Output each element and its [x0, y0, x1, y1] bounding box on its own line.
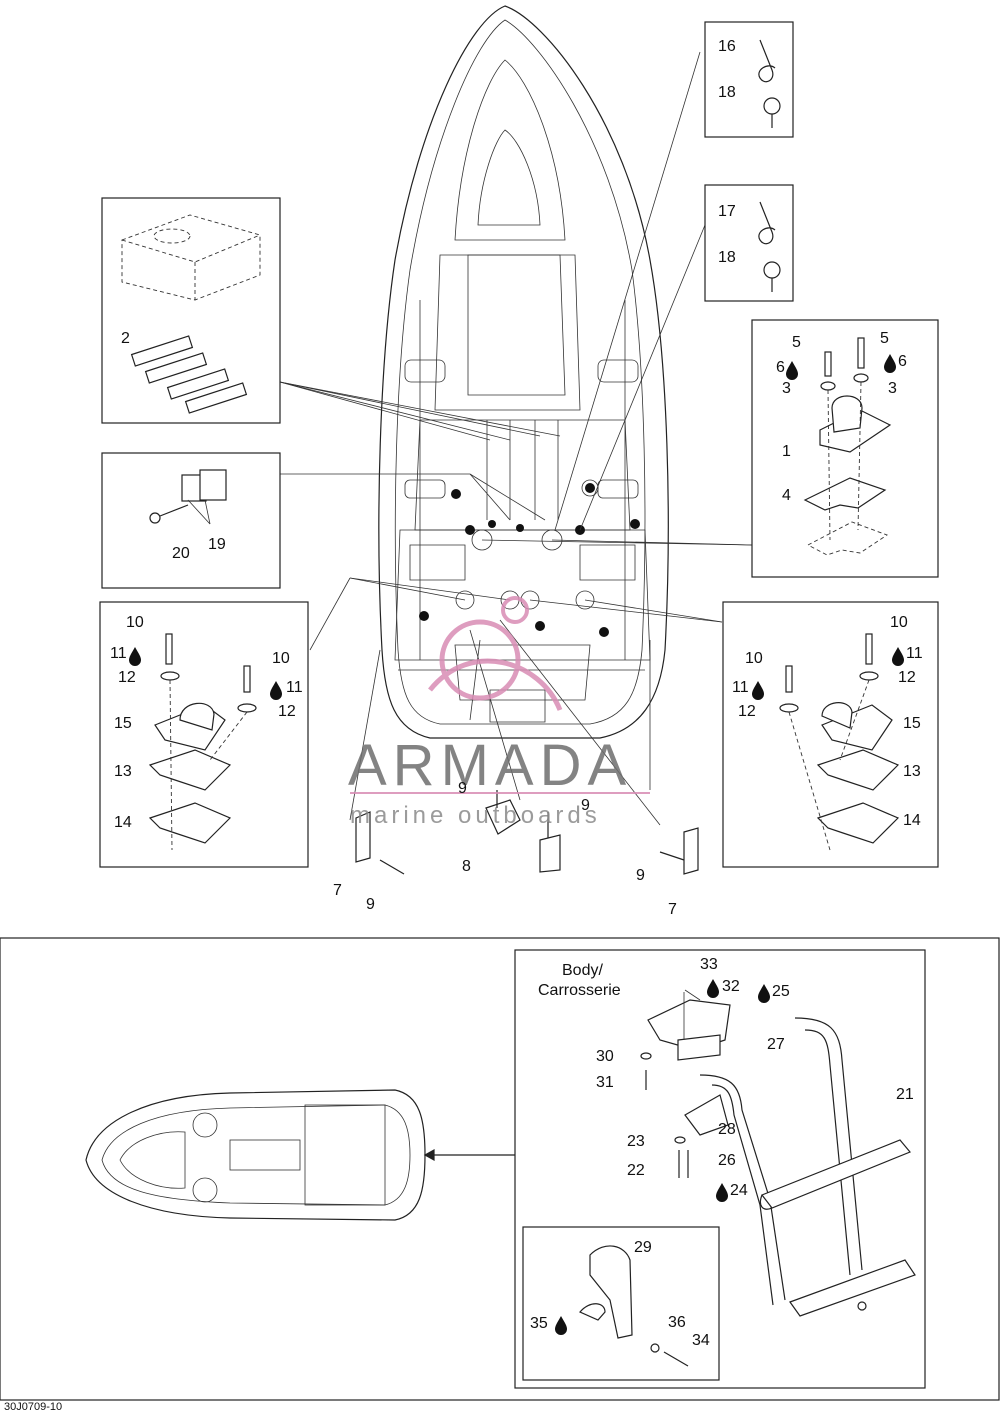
- callout-28: 28: [718, 1121, 736, 1138]
- callout-15a: 15: [114, 715, 132, 732]
- callout-31: 31: [596, 1074, 614, 1091]
- callout-8: 8: [462, 858, 471, 875]
- brackets-group: [355, 790, 699, 875]
- drop-icon: [555, 1316, 567, 1335]
- callout-14a: 14: [114, 814, 132, 831]
- callout-6a: 6: [776, 359, 785, 376]
- callout-13b: 13: [903, 763, 921, 780]
- callout-11c: 11: [906, 645, 923, 662]
- callout-18b: 18: [718, 249, 736, 266]
- callout-27: 27: [767, 1036, 785, 1053]
- drop-icon: [129, 647, 141, 666]
- callout-11a: 11: [110, 645, 127, 662]
- callout-12c: 12: [898, 669, 916, 686]
- body-label-line2: Carrosserie: [538, 982, 621, 999]
- drop-icon: [758, 984, 770, 1003]
- kit-block-box: [101, 452, 281, 589]
- drop-icon: [786, 361, 798, 380]
- callout-16: 16: [718, 38, 736, 55]
- callout-24: 24: [730, 1182, 748, 1199]
- kit-tie-box-2: [704, 184, 794, 302]
- kit-tie-box-1: [704, 21, 794, 138]
- ref-code: 30J0709-10: [4, 1401, 62, 1413]
- callout-19: 19: [208, 536, 226, 553]
- callout-25: 25: [772, 983, 790, 1000]
- callout-35: 35: [530, 1315, 548, 1332]
- callout-11d: 11: [732, 679, 749, 696]
- callout-26: 26: [718, 1152, 736, 1169]
- callout-9d: 9: [636, 867, 645, 884]
- callout-18: 18: [718, 84, 736, 101]
- callout-12b: 12: [278, 703, 296, 720]
- callout-23: 23: [627, 1133, 645, 1150]
- callout-9c: 9: [366, 896, 375, 913]
- callout-9b: 9: [581, 797, 590, 814]
- watermark: ARMADA marine outboards: [348, 596, 650, 829]
- callout-29: 29: [634, 1239, 652, 1256]
- callout-7a: 7: [333, 882, 342, 899]
- callout-36: 36: [668, 1314, 686, 1331]
- callout-5b: 5: [880, 330, 889, 347]
- callout-11b: 11: [286, 679, 303, 696]
- body-label-line1: Body/: [562, 962, 603, 979]
- callout-10b: 10: [272, 650, 290, 667]
- watermark-tagline: marine outboards: [350, 802, 601, 829]
- callout-6b: 6: [898, 353, 907, 370]
- drop-icon: [892, 647, 904, 666]
- callout-10c: 10: [890, 614, 908, 631]
- mount-kit-box-left: [99, 601, 309, 868]
- callout-34: 34: [692, 1332, 710, 1349]
- callout-12a: 12: [118, 669, 136, 686]
- callout-21: 21: [896, 1086, 914, 1103]
- callout-15b: 15: [903, 715, 921, 732]
- callout-10d: 10: [745, 650, 763, 667]
- callout-14b: 14: [903, 812, 921, 829]
- callout-10a: 10: [126, 614, 144, 631]
- callout-17: 17: [718, 203, 736, 220]
- callout-33: 33: [700, 956, 718, 973]
- drop-icon: [707, 979, 719, 998]
- callout-20: 20: [172, 545, 190, 562]
- kit-pads-box: [101, 197, 281, 424]
- callout-5a: 5: [792, 334, 801, 351]
- callout-30: 30: [596, 1048, 614, 1065]
- callout-13a: 13: [114, 763, 132, 780]
- drop-icon: [270, 681, 282, 700]
- watermark-brand: ARMADA: [348, 733, 632, 798]
- boarding-ladder-panel: [0, 937, 1000, 1401]
- mount-kit-box-right: [751, 319, 939, 578]
- callout-3a: 3: [782, 380, 791, 397]
- callout-4: 4: [782, 487, 791, 504]
- drop-icons: [129, 354, 904, 1335]
- mount-kit-box-right-lower: [722, 601, 939, 868]
- callout-1: 1: [782, 443, 791, 460]
- callout-22: 22: [627, 1162, 645, 1179]
- callout-12d: 12: [738, 703, 756, 720]
- callout-3b: 3: [888, 380, 897, 397]
- drop-icon: [884, 354, 896, 373]
- hull-top-view: [378, 5, 669, 739]
- callout-2: 2: [121, 330, 130, 347]
- leader-lines: [279, 51, 753, 826]
- drop-icon: [716, 1183, 728, 1202]
- callout-32: 32: [722, 978, 740, 995]
- callout-7b: 7: [668, 901, 677, 918]
- callout-labels: 16 18 17 18 2 19 20 5 5 6 6 3 3 1 4 10 1…: [4, 38, 923, 1413]
- callout-9a: 9: [458, 780, 467, 797]
- drop-icon: [752, 681, 764, 700]
